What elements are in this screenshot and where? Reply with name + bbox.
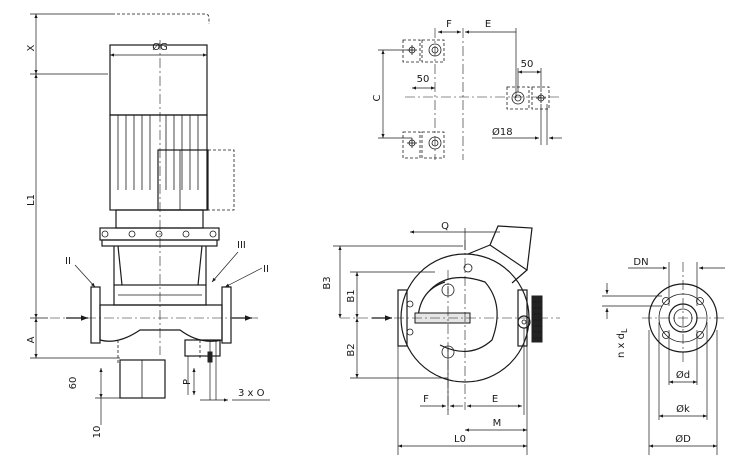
side-view: X ØG L1 A 60 10 P 3 x O II III II	[26, 13, 270, 439]
base-foot	[119, 359, 166, 399]
fan-cover-outline	[112, 13, 210, 24]
label-x: X	[26, 44, 37, 51]
label-e-mid: E	[492, 394, 498, 405]
motor-top	[109, 44, 208, 116]
label-q: Q	[441, 221, 449, 232]
label-f-mid: F	[423, 394, 429, 405]
side-dimensions	[30, 13, 270, 425]
label-60: 60	[68, 377, 79, 390]
label-a: A	[26, 336, 37, 343]
flange-view: DN n x dL Ød Øk ØD	[602, 257, 725, 455]
label-50-left: 50	[417, 74, 430, 85]
label-dk: Øk	[676, 403, 690, 415]
motor-flange	[99, 227, 220, 241]
label-l1: L1	[26, 194, 37, 206]
label-g: ØG	[152, 41, 168, 53]
label-dd: Ød	[676, 369, 690, 381]
inlet-flange	[90, 286, 101, 344]
label-f-top: F	[446, 19, 452, 30]
foot-bolt-pattern: F E C 50 50 Ø18	[372, 19, 562, 160]
motor-fins	[117, 115, 199, 190]
label-nxdl: n x dL	[616, 328, 629, 358]
label-b3: B3	[322, 276, 333, 289]
label-d18: Ø18	[492, 126, 513, 138]
label-m: M	[493, 418, 502, 429]
label-50-right: 50	[521, 59, 534, 70]
label-dn: DN	[633, 257, 648, 268]
label-c: C	[372, 94, 383, 101]
label-p: P	[182, 379, 193, 385]
label-l0: L0	[454, 434, 466, 445]
label-10: 10	[92, 426, 103, 439]
label-dD: ØD	[675, 433, 691, 445]
plan-view: Q B3 B1 B2 F E M L0	[322, 221, 560, 455]
volute-discharge	[467, 244, 528, 284]
label-ii-right: II	[263, 264, 269, 275]
terminal-box	[157, 149, 209, 211]
label-e-top: E	[485, 19, 491, 30]
label-iii: III	[237, 240, 246, 251]
pump-housing	[99, 304, 223, 342]
plan-valve-handle	[531, 295, 543, 343]
label-b1: B1	[346, 289, 357, 302]
lantern	[113, 245, 207, 286]
outlet-flange	[221, 286, 232, 344]
label-3xo: 3 x O	[238, 388, 265, 399]
label-ii-left: II	[65, 256, 71, 267]
label-b2: B2	[346, 343, 357, 356]
